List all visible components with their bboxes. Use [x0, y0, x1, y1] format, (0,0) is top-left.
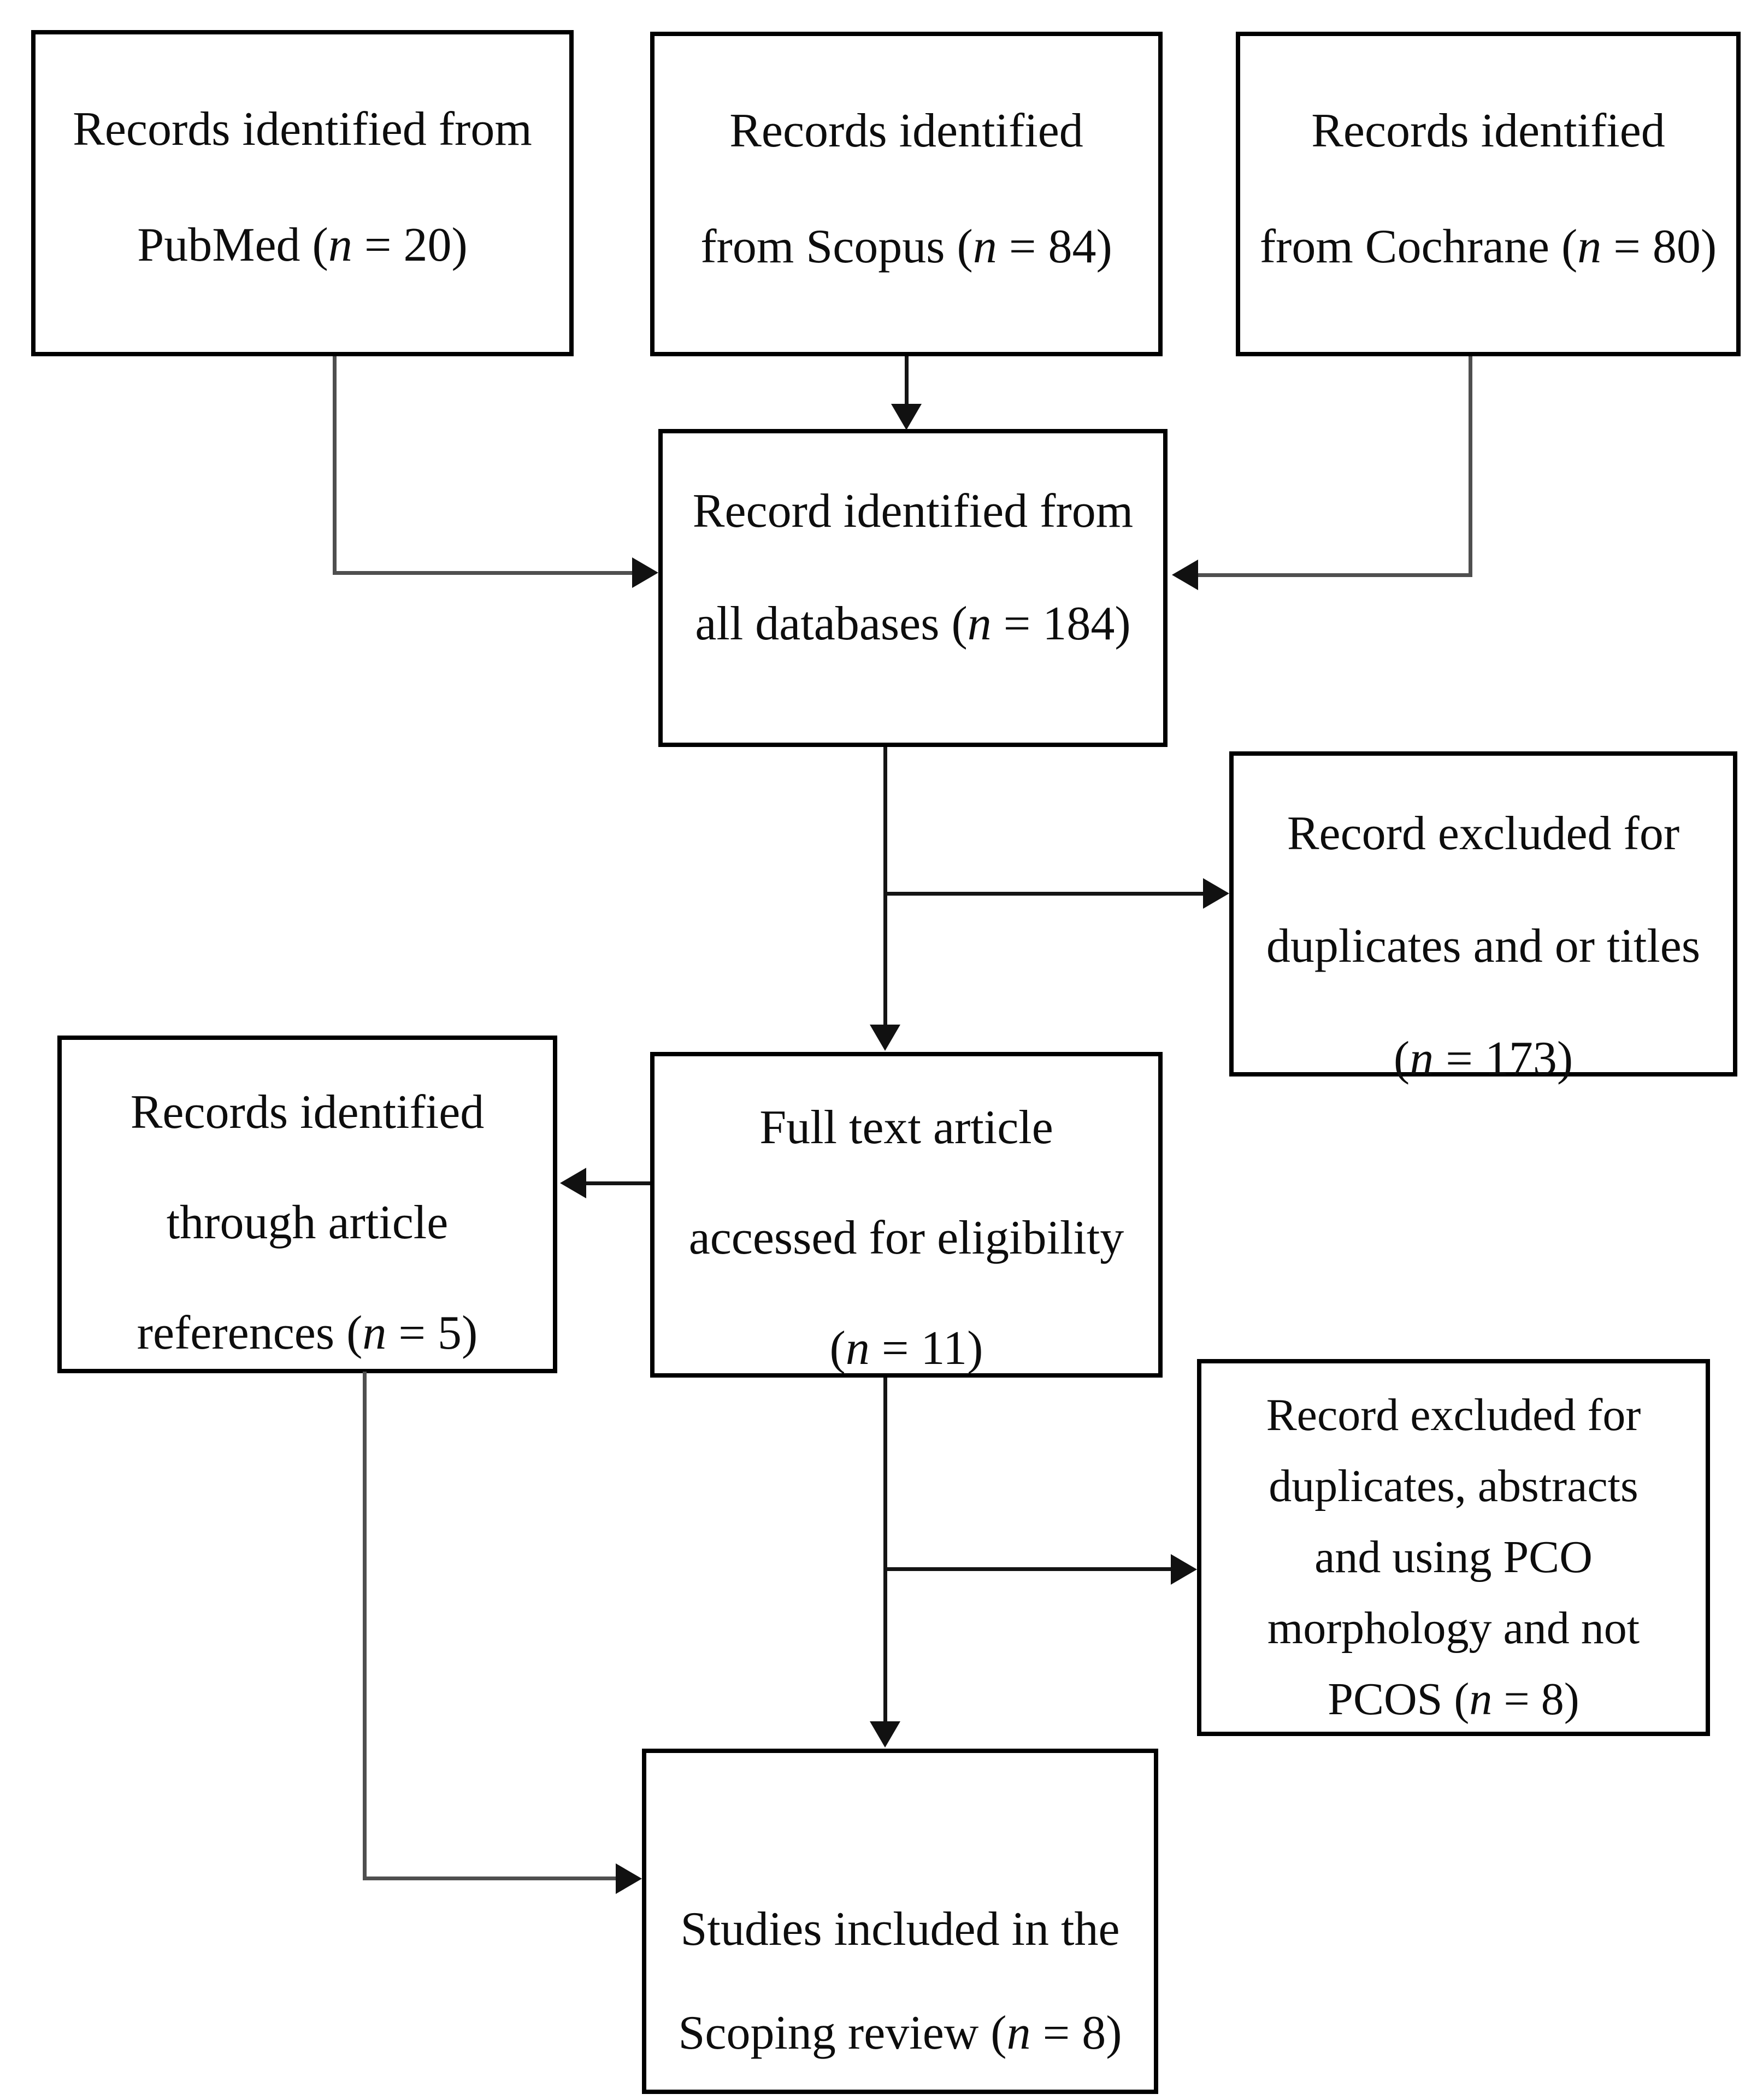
- arrowhead-left: [560, 1168, 586, 1198]
- box-line: duplicates and or titles: [1266, 920, 1701, 973]
- box-line: from Scopus (n = 84): [700, 220, 1112, 273]
- box-line: all databases (n = 184): [695, 597, 1131, 650]
- arrow-to-excluded-pco: [883, 1567, 1171, 1571]
- box-line: morphology and not: [1267, 1603, 1640, 1654]
- box-line: Record excluded for: [1266, 1390, 1641, 1440]
- box-line: Records identified: [729, 104, 1083, 157]
- box-line: accessed for eligibility: [688, 1211, 1124, 1264]
- arrow-cochrane-to-alldb-vertical: [1469, 356, 1472, 577]
- box-line: (n = 11): [829, 1322, 983, 1375]
- arrowhead-right: [632, 557, 658, 588]
- box-line: PCOS (n = 8): [1328, 1674, 1579, 1725]
- arrow-pubmed-to-alldb-vertical: [333, 356, 337, 575]
- box-records-scopus: Records identified from Scopus (n = 84): [650, 32, 1163, 356]
- box-line: Records identified from: [73, 103, 532, 156]
- box-article-references: Records identified through article refer…: [57, 1036, 557, 1373]
- box-line: Record excluded for: [1287, 807, 1680, 860]
- box-records-pubmed: Records identified from PubMed (n = 20): [31, 30, 574, 356]
- box-studies-included: Studies included in the Scoping review (…: [642, 1749, 1158, 2094]
- arrowhead-down: [891, 404, 922, 430]
- arrowhead-right: [1203, 878, 1229, 909]
- box-line: Record identified from: [692, 485, 1134, 538]
- box-line: Scoping review (n = 8): [678, 2007, 1122, 2060]
- box-line: through article: [166, 1196, 449, 1249]
- arrow-fulltext-to-references: [586, 1181, 650, 1185]
- box-full-text-eligibility: Full text article accessed for eligibili…: [650, 1052, 1163, 1378]
- arrow-cochrane-to-alldb-horizontal: [1198, 573, 1472, 577]
- box-excluded-duplicates-titles: Record excluded for duplicates and or ti…: [1229, 751, 1737, 1085]
- arrowhead-right: [616, 1863, 642, 1894]
- box-line: PubMed (n = 20): [137, 219, 468, 272]
- arrow-references-to-included-vertical: [363, 1372, 367, 1880]
- box-line: references (n = 5): [137, 1307, 478, 1360]
- arrow-to-excluded-titles: [883, 892, 1203, 896]
- box-line: from Cochrane (n = 80): [1259, 220, 1717, 273]
- arrow-references-to-included-horizontal: [363, 1877, 617, 1880]
- box-line: Studies included in the: [680, 1903, 1120, 1956]
- box-line: Records identified: [1311, 104, 1665, 157]
- arrow-alldb-to-fulltext: [883, 747, 887, 1026]
- arrow-fulltext-to-included: [883, 1378, 887, 1723]
- box-line: duplicates, abstracts: [1269, 1461, 1638, 1511]
- arrowhead-left: [1172, 560, 1198, 590]
- box-line: Full text article: [759, 1101, 1053, 1154]
- box-records-cochrane: Records identified from Cochrane (n = 80…: [1236, 32, 1741, 356]
- arrowhead-down: [870, 1025, 900, 1051]
- box-excluded-pco: Record excluded for duplicates, abstract…: [1197, 1359, 1710, 1736]
- box-line: Records identified: [130, 1086, 485, 1139]
- arrowhead-down: [870, 1721, 900, 1748]
- box-line: (n = 173): [1393, 1032, 1573, 1085]
- arrow-scopus-to-alldb: [905, 356, 909, 407]
- arrow-pubmed-to-alldb-horizontal: [333, 571, 632, 575]
- arrowhead-right: [1171, 1554, 1197, 1585]
- box-all-databases: Record identified from all databases (n …: [658, 429, 1168, 747]
- box-line: and using PCO: [1314, 1532, 1593, 1583]
